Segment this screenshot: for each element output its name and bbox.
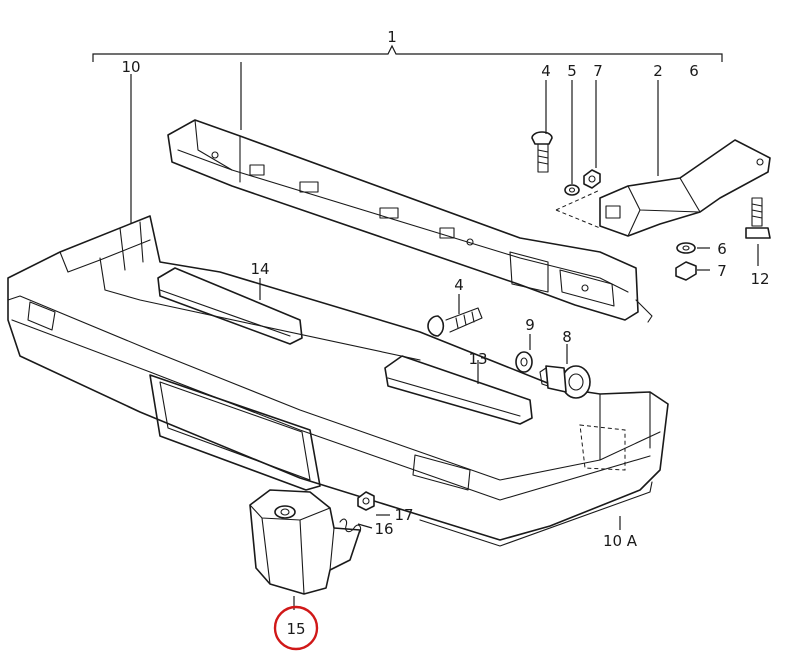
guide-strip-14 (157, 267, 303, 345)
bolt-4-upper (531, 131, 553, 173)
callout-4-lower: 4 (454, 276, 464, 294)
callout-9: 9 (525, 316, 535, 334)
spring-clip-16 (339, 518, 362, 533)
bushing-8 (539, 365, 591, 399)
washer-6 (676, 242, 696, 254)
callout-12: 12 (750, 270, 769, 288)
callout-6-side: 6 (717, 240, 727, 258)
cover-cap-15 (249, 489, 361, 595)
callout-6-top: 6 (689, 62, 699, 80)
highlight-circle (273, 605, 319, 651)
callout-2: 2 (653, 62, 663, 80)
callout-13: 13 (468, 350, 487, 368)
mounting-bracket (555, 139, 771, 237)
washer-5 (564, 184, 580, 196)
callout-10A: 10 A (603, 532, 638, 550)
nut-7-lower (675, 261, 697, 281)
bolt-12 (745, 197, 771, 239)
leader-lines (130, 62, 759, 610)
nut-7-upper (583, 169, 601, 189)
callout-17: 17 (394, 506, 413, 524)
callout-5: 5 (567, 62, 577, 80)
reinforcement-bar (167, 119, 653, 323)
callout-16: 16 (374, 520, 393, 538)
callout-10: 10 (121, 58, 140, 76)
callout-1: 1 (387, 28, 397, 46)
callout-14: 14 (250, 260, 269, 278)
washer-9 (515, 351, 533, 373)
callout-7-upper: 7 (593, 62, 603, 80)
nut-17 (357, 491, 375, 511)
bolt-4-lower (427, 307, 483, 337)
callout-4-upper: 4 (541, 62, 551, 80)
assembly-bracket (92, 44, 723, 62)
callout-8: 8 (562, 328, 572, 346)
callout-7-side: 7 (717, 262, 727, 280)
bumper-cover (7, 215, 669, 547)
guide-strip-13 (384, 355, 533, 425)
callout-15: 15 (286, 620, 305, 638)
callout-labels: 1 10 4 5 7 2 6 6 7 12 14 4 9 8 13 17 16 … (121, 28, 769, 638)
